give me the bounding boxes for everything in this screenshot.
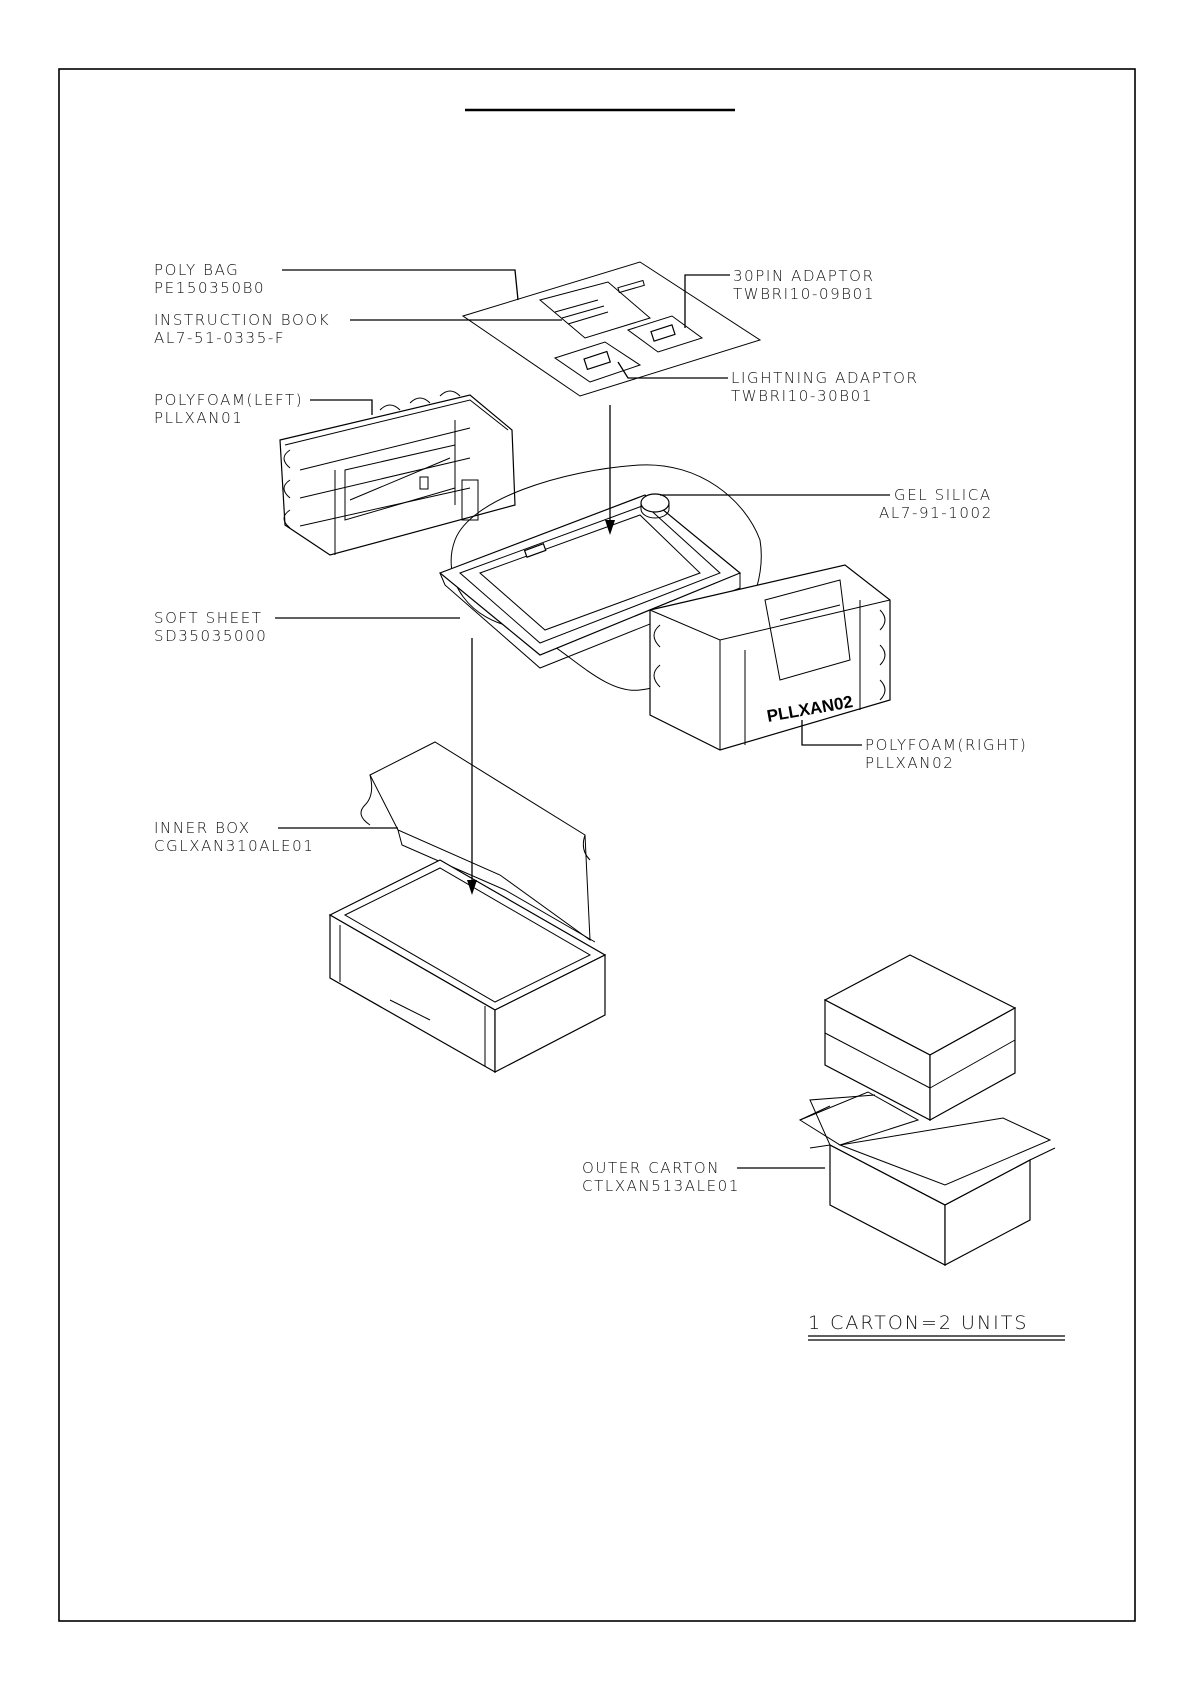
inner-box-part: CGLXAN310ALE01 — [154, 837, 314, 855]
gel-silica-part: AL7-91-1002 — [879, 504, 993, 522]
polyfoam-left-drawing — [280, 391, 515, 555]
poly-bag-part: PE150350B0 — [154, 279, 265, 297]
adaptor-30pin-part: TWBRI10-09B01 — [733, 285, 875, 303]
poly-bag-name: POLY BAG — [154, 261, 239, 279]
instruction-book-name: INSTRUCTION BOOK — [154, 311, 330, 329]
outer-carton-part: CTLXAN513ALE01 — [582, 1177, 740, 1195]
adaptor-30pin-name: 30PIN ADAPTOR — [733, 267, 875, 285]
instruction-book-part: AL7-51-0335-F — [154, 329, 285, 347]
polyfoam-left-name: POLYFOAM(LEFT) — [154, 391, 303, 409]
carton-quantity-note: 1 CARTON=2 UNITS — [808, 1312, 1028, 1334]
soft-sheet-name: SOFT SHEET — [154, 609, 263, 627]
lightning-adaptor-part: TWBRI10-30B01 — [731, 387, 873, 405]
polyfoam-left-part: PLLXAN01 — [154, 409, 243, 427]
lightning-adaptor-name: LIGHTNING ADAPTOR — [731, 369, 919, 387]
soft-sheet-part: SD35035000 — [154, 627, 267, 645]
polyfoam-right-part: PLLXAN02 — [865, 754, 954, 772]
outer-carton-drawing — [800, 955, 1055, 1265]
inner-box-name: INNER BOX — [154, 819, 251, 837]
gel-silica-name: GEL SILICA — [894, 486, 992, 504]
polyfoam-right-name: POLYFOAM(RIGHT) — [865, 736, 1027, 754]
poly-bag-drawing — [463, 262, 760, 396]
inner-box-drawing — [330, 742, 605, 1072]
outer-carton-name: OUTER CARTON — [582, 1159, 720, 1177]
